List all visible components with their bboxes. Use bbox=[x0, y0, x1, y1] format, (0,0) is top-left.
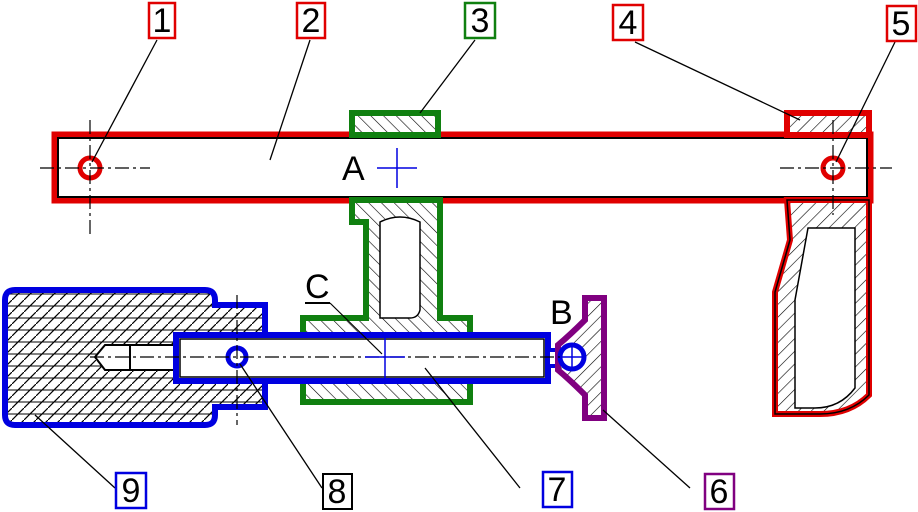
point-a-cross bbox=[377, 148, 417, 188]
leader-lines bbox=[34, 39, 896, 489]
point-b-label: B bbox=[550, 294, 573, 332]
svg-text:4: 4 bbox=[619, 4, 638, 42]
label-9: 9 bbox=[114, 471, 148, 510]
point-c-label: C bbox=[305, 268, 330, 306]
point-a-label: A bbox=[342, 150, 365, 188]
center-lines bbox=[40, 120, 892, 425]
part-6-pad bbox=[555, 295, 607, 421]
svg-text:8: 8 bbox=[328, 473, 347, 511]
part-4-jaw bbox=[772, 110, 872, 417]
label-4: 4 bbox=[611, 3, 645, 42]
label-6: 6 bbox=[703, 472, 736, 511]
svg-text:7: 7 bbox=[548, 471, 567, 509]
svg-text:9: 9 bbox=[122, 472, 141, 510]
label-2: 2 bbox=[295, 1, 327, 40]
label-8: 8 bbox=[322, 473, 353, 511]
label-7: 7 bbox=[541, 470, 574, 509]
svg-text:5: 5 bbox=[892, 5, 911, 43]
label-1: 1 bbox=[147, 1, 177, 40]
point-c-arrow bbox=[329, 302, 383, 355]
point-c-cross bbox=[365, 337, 405, 380]
svg-text:1: 1 bbox=[153, 2, 172, 40]
label-3: 3 bbox=[463, 1, 497, 40]
svg-text:6: 6 bbox=[710, 473, 729, 511]
svg-text:2: 2 bbox=[302, 2, 321, 40]
svg-text:3: 3 bbox=[471, 2, 490, 40]
part-2-bar bbox=[51, 131, 874, 204]
label-5: 5 bbox=[885, 4, 918, 43]
